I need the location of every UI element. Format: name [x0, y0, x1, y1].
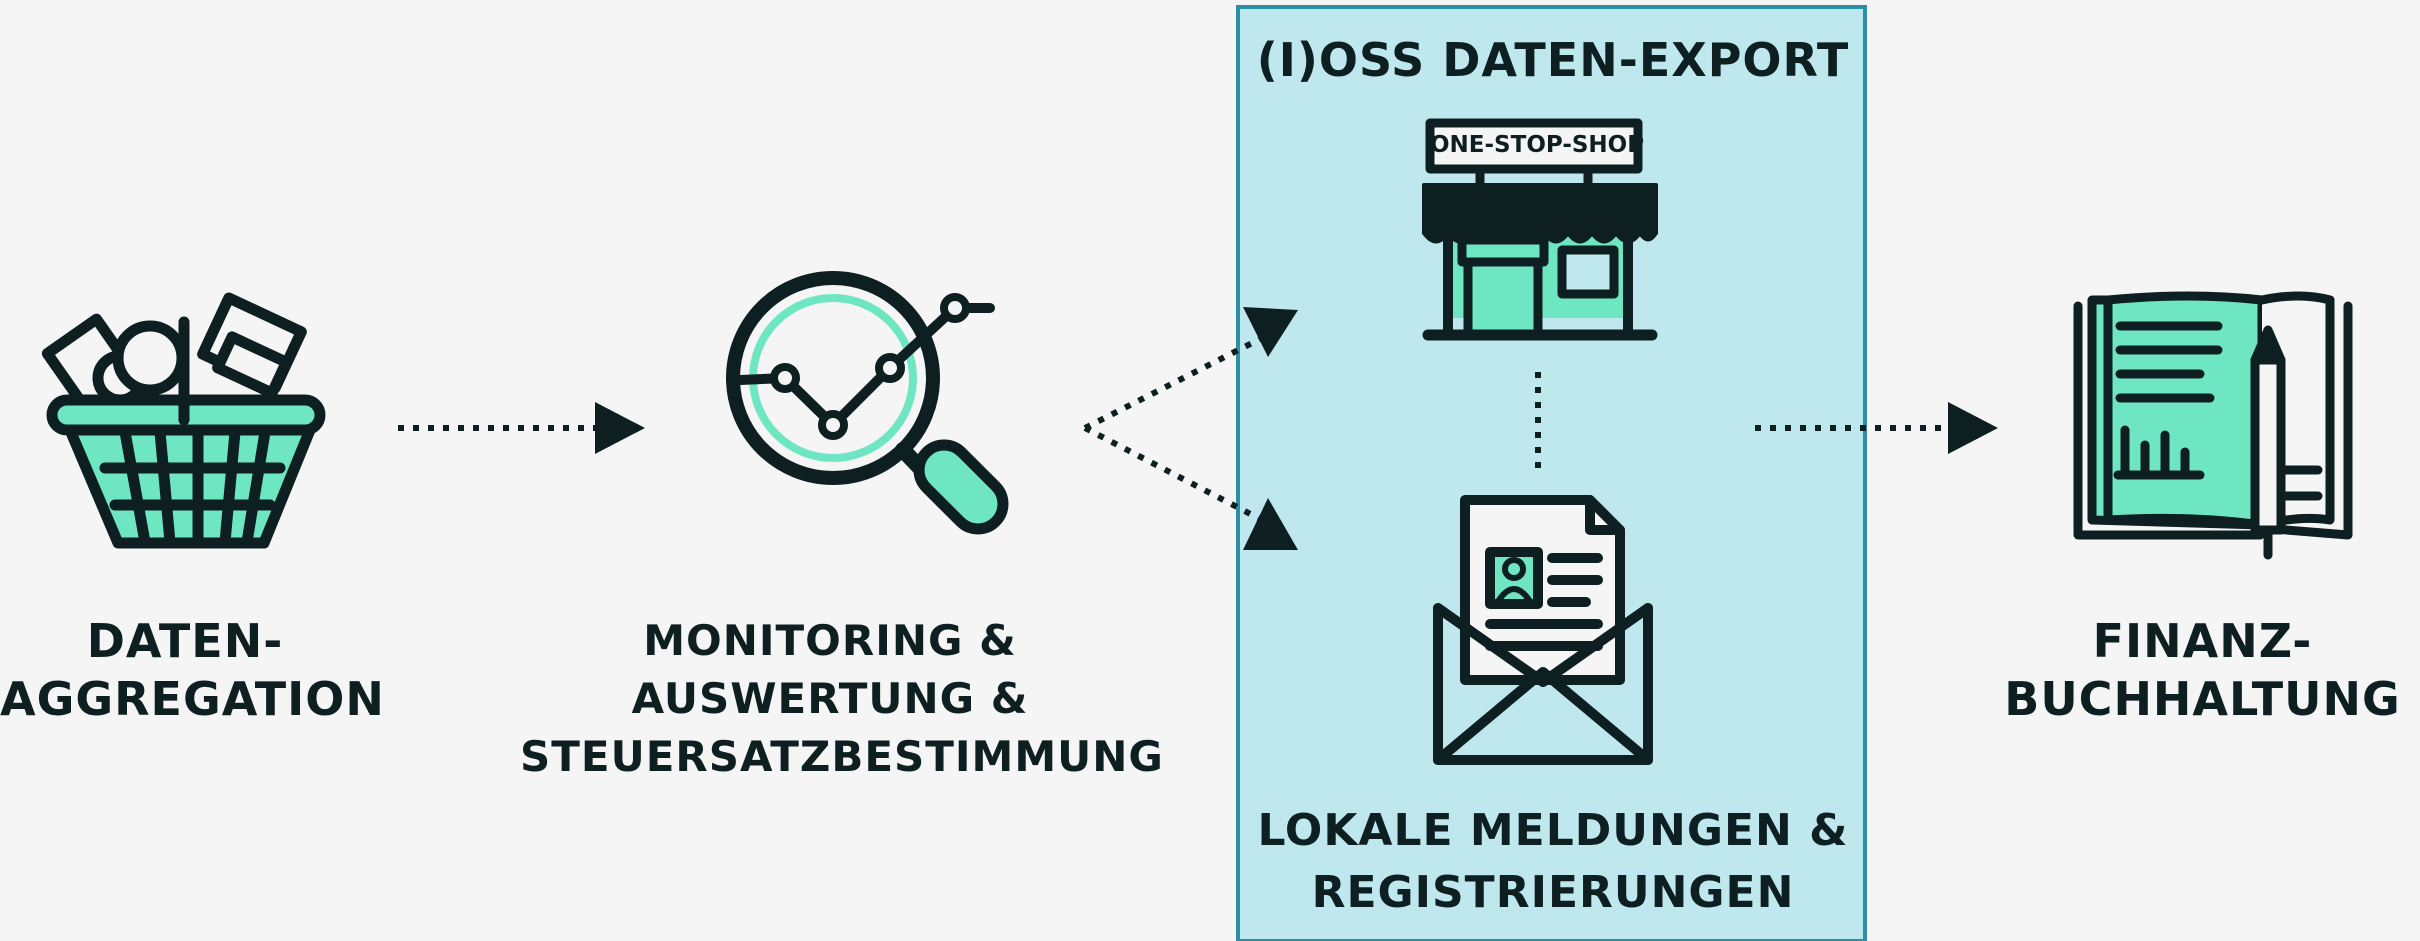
- label-line: FINANZ-: [2092, 614, 2313, 668]
- magnifier-chart-icon: [726, 271, 1009, 535]
- label-line: DATEN-: [86, 614, 284, 668]
- label-line: AGGREGATION: [0, 672, 385, 726]
- label-line: STEUERSATZBESTIMMUNG: [520, 732, 1164, 781]
- store-sign-text: ONE-STOP-SHOP: [1430, 132, 1645, 158]
- arrow-oss-to-accounting: [1755, 402, 1998, 454]
- step-label-finanzbuchhaltung: FINANZ- BUCHHALTUNG: [1985, 612, 2420, 728]
- ledger-book-pencil-icon: [2073, 291, 2353, 560]
- oss-panel-title: (I)OSS DATEN-EXPORT: [1256, 33, 1850, 87]
- label-line: MONITORING &: [643, 616, 1017, 665]
- storefront-icon: [1422, 118, 1658, 341]
- label-line: AUSWERTUNG &: [631, 674, 1029, 723]
- envelope-letter-icon: [1433, 495, 1653, 765]
- label-line: REGISTRIERUNGEN: [1311, 867, 1795, 918]
- label-line: BUCHHALTUNG: [2004, 672, 2401, 726]
- oss-panel-bottom-label: LOKALE MELDUNGEN & REGISTRIERUNGEN: [1238, 800, 1868, 924]
- label-line: LOKALE MELDUNGEN &: [1257, 805, 1849, 856]
- step-label-monitoring: MONITORING & AUSWERTUNG & STEUERSATZBEST…: [520, 612, 1164, 786]
- step-label-daten-aggregation: DATEN- AGGREGATION: [0, 612, 385, 728]
- arrow-monitoring-to-local-filings: [1083, 425, 1298, 550]
- arrow-monitoring-to-oss-export: [1083, 307, 1298, 431]
- arrow-data-to-monitoring: [398, 402, 645, 454]
- shopping-basket-icon: [41, 292, 326, 549]
